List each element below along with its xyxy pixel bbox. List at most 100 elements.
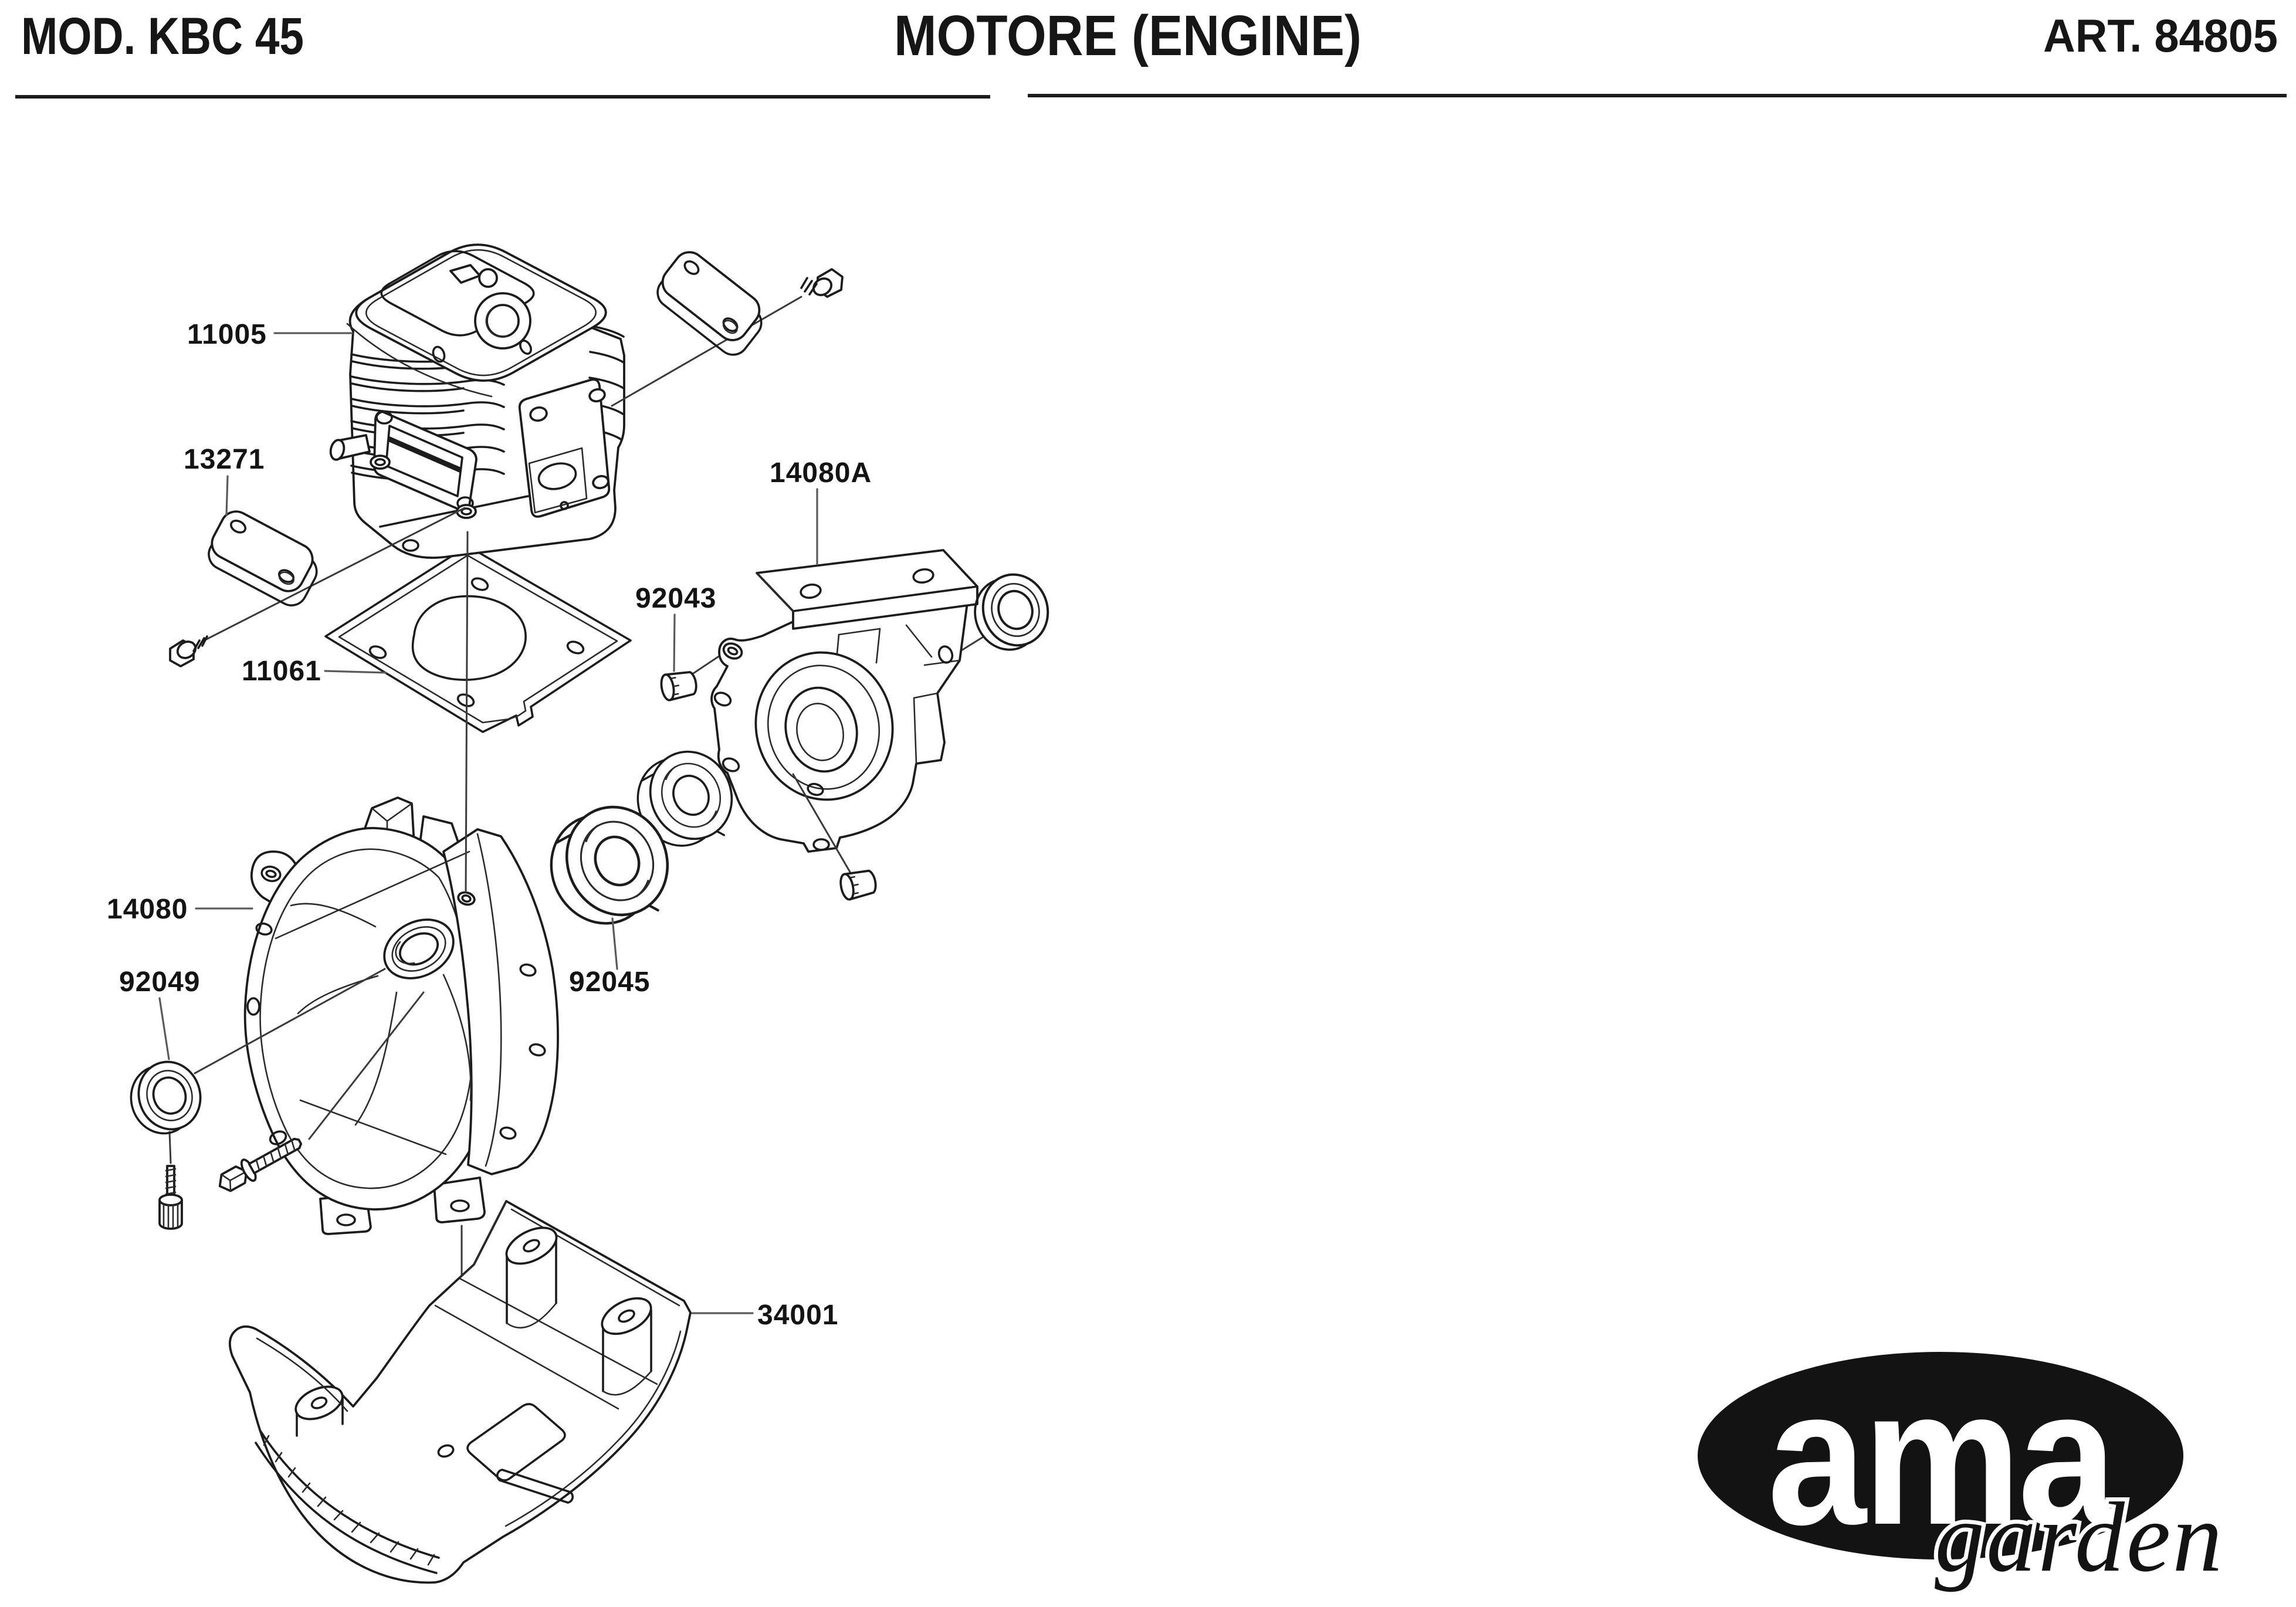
crankcase-b-flange-hole-inner [461,894,472,903]
guard-silhouette [228,1200,692,1584]
leader-92045 [611,917,618,970]
crankcase-a-bore-ring [767,665,881,790]
cover-plate-shape [648,245,774,362]
base-bolt-hole [456,504,477,519]
screw-flange [812,277,832,296]
assembly-line-plate-bottom [203,507,466,642]
cylinder-decomp-valve [478,268,498,288]
part-dowel-pin-92043-upper [658,668,699,703]
exhaust-flange-hole [592,474,609,490]
part-dowel-pin-92043-lower [837,867,879,902]
assembly-line-seal-92049 [194,968,386,1074]
part-gasket-11061 [324,545,632,733]
gasket-outline [324,545,632,733]
screw-top [800,268,844,298]
guard-boss-top [601,1297,652,1335]
exhaust-flange-hole [588,388,606,403]
guard-wall-top-inner [510,1208,680,1307]
gasket-bore-cutout [411,595,527,681]
oil-seal-shape [121,1052,211,1143]
logo-sub-text: garden [1935,1482,2224,1592]
base-bolt-hole [402,539,419,552]
header-article: ART. 84805 [2043,9,2278,62]
logo-ellipse [1698,1352,2183,1559]
part-socket-screw [158,1165,183,1230]
part-crankcase-14080A [710,549,978,853]
guard-boss-hole [523,1239,540,1253]
crankcase-b-flange-hole [519,963,537,977]
exhaust-port [537,462,577,490]
crankcase-a-rib2 [905,624,933,658]
crankcase-a-step2 [923,659,961,666]
assembly-line-plate-top [611,296,802,407]
crankcase-b-bore-shade [395,941,415,965]
head-small-oval [432,345,446,363]
part-oil-seal-92049 [121,1052,211,1143]
guard-apron-inner [504,1330,682,1527]
gasket-inner-outline [338,554,618,724]
intake-window [385,425,463,497]
guard-boss-top [294,1385,344,1420]
base-edge [379,495,529,528]
cylinder-head-lip [346,323,493,398]
header-title: MOTORE (ENGINE) [894,4,1362,67]
spark-plug-hole-chamfer [485,308,508,338]
screw-head-knurl [162,1202,179,1229]
assembly-line-screw [168,1131,172,1164]
crankcase-b-flange-hole [457,891,476,906]
crankcase-b-ear-hole-inner [265,869,277,879]
crankcase-b-foot-hole [450,1199,470,1212]
cylinder-stud-end [329,439,346,461]
guard-wall-left-edge [459,1200,507,1279]
part-oil-seal-top [964,565,1058,660]
exhaust-small-hole [560,501,569,510]
intake-window-shading [387,436,462,473]
guard-floor-opening [466,1403,566,1481]
crankcase-b-ear-hole [260,865,282,883]
crankcase-a-small-hole [807,782,824,796]
leader-13271 [225,475,229,516]
exhaust-port-recess [528,447,588,514]
logo-brand-text: ama [1767,1348,2118,1565]
crankcase-b-hole [269,1130,287,1145]
crankcase-b-flange-hole [529,1043,546,1057]
guard-floor-folds [434,1277,658,1410]
intake-flange-hole [375,411,393,425]
part-guard-34001 [228,1200,692,1584]
label-14080A: 14080A [770,457,872,489]
gasket-hole [470,577,489,591]
crankcase-a-tab-hole [812,838,830,851]
oil-seal-shape [964,565,1058,660]
flange-hole [912,568,934,584]
screw-bottom [169,635,208,667]
guard-hatch-band [255,1430,440,1574]
part-cylinder-11005 [329,243,625,559]
assembly-line-bolt [308,991,425,1140]
label-11061: 11061 [242,656,321,687]
part-hex-bolt [218,1137,303,1192]
gasket-hole [368,645,387,659]
label-34001: 34001 [757,1300,838,1331]
crankcase-b-hole [255,922,273,936]
guard-boss-side [602,1309,652,1392]
crankcase-b-flange-hole [499,1126,517,1140]
crankcase-a-ear-hole [713,691,732,707]
crankcase-a-side-hole [937,645,954,664]
guard-small-hole [437,1444,455,1458]
bolt-threads [255,1139,296,1171]
guard-boss-base [602,1370,652,1396]
crankcase-b-flange-edge [476,833,502,1167]
crankcase-a-bore-inner [796,703,844,761]
screw-threads [165,1168,177,1195]
crankcase-a-flange-edge [792,585,978,612]
guard-boss-side [506,1238,557,1324]
label-11005: 11005 [187,319,267,350]
part-cover-plate-bottom [200,505,327,612]
dowel-pin-shape [837,867,879,902]
label-13271: 13271 [184,444,265,475]
screw-threads [800,277,818,296]
part-labels: 11005 13271 11061 92043 14080A 14080 920… [107,319,872,1331]
guard-boss-base [506,1302,557,1329]
crankcase-b-foot-hole [336,1213,356,1226]
